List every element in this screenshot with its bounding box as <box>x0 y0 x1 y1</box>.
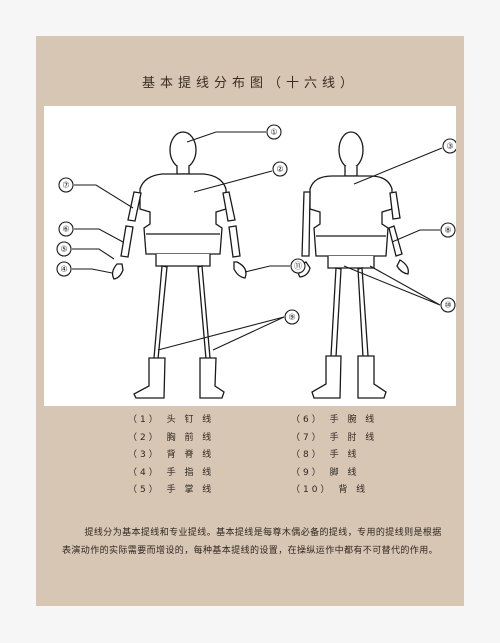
front-neck <box>176 166 190 175</box>
front-boot-right <box>199 357 225 399</box>
legend-right: （6） 手 腕 线 （7） 手 肘 线 （8） 手 线 （9） 脚 线 （10）… <box>291 412 377 500</box>
back-hips <box>327 256 375 269</box>
back-neck <box>344 166 358 177</box>
puppet-diagram: ① ② ⑦ ⑥ ⑤ ④ ⑪ ⑨ ③ ⑧ ⑩ <box>44 106 456 406</box>
callout-label-4: ④ <box>60 265 67 274</box>
legend-item-3: （3） 背 脊 线 <box>128 450 215 460</box>
legend-left: （1） 头 钉 线 （2） 胸 前 线 （3） 背 脊 线 （4） 手 指 线 … <box>128 412 214 500</box>
front-upper-arm-left <box>127 191 142 222</box>
front-hand-right <box>233 261 247 279</box>
leader-8 <box>391 229 440 243</box>
callout-label-1: ① <box>270 128 277 137</box>
callout-label-7: ⑦ <box>62 181 69 190</box>
legend-item-6: （6） 手 腕 线 <box>291 415 378 425</box>
callout-circle-6 <box>58 221 74 237</box>
leader-5 <box>72 248 115 260</box>
leader-11 <box>244 265 290 273</box>
leader-3 <box>353 147 443 185</box>
callout-circle-1 <box>266 124 282 140</box>
leader-lines <box>72 131 443 351</box>
callout-circle-11 <box>290 258 306 274</box>
leader-9 <box>157 316 285 351</box>
callout-label-2: ② <box>276 165 283 174</box>
callout-labels: ① ② ⑦ ⑥ ⑤ ④ ⑪ ⑨ ③ ⑧ ⑩ <box>60 128 453 322</box>
leader-4 <box>72 268 113 274</box>
front-forearm-right <box>228 225 241 258</box>
callout-circles <box>56 124 456 325</box>
legend-item-10: （10） 背 线 <box>291 485 369 495</box>
legend-item-1: （1） 头 钉 线 <box>128 415 215 425</box>
back-boot-left <box>311 355 342 399</box>
leader-7 <box>74 184 134 209</box>
callout-circle-7 <box>58 177 74 193</box>
front-head <box>169 131 197 169</box>
callout-circle-2 <box>272 161 288 177</box>
callout-label-10: ⑩ <box>444 301 451 310</box>
callout-label-11: ⑪ <box>294 262 302 271</box>
back-torso <box>309 175 393 257</box>
leader-10 <box>343 265 441 306</box>
back-leg-right <box>357 267 369 358</box>
legend-item-2: （2） 胸 前 线 <box>128 432 215 443</box>
callout-circle-9 <box>284 309 300 325</box>
legend-item-7: （7） 手 肘 线 <box>291 432 378 443</box>
front-leg-right <box>197 265 211 360</box>
puppet-illustration: ① ② ⑦ ⑥ ⑤ ④ ⑪ ⑨ ③ ⑧ ⑩ <box>56 124 456 399</box>
back-leg-left <box>330 267 342 358</box>
callout-label-9: ⑨ <box>288 313 295 322</box>
back-boot-right <box>357 355 387 399</box>
back-head <box>338 131 364 169</box>
legend-item-8: （8） 手 线 <box>291 450 360 460</box>
legend-item-5: （5） 手 掌 线 <box>128 485 215 495</box>
front-torso <box>139 173 227 255</box>
back-hand-right <box>396 259 409 275</box>
legend-item-9: （9） 脚 线 <box>291 467 360 478</box>
front-boot-left <box>133 357 166 399</box>
back-upper-arm-right <box>389 191 401 220</box>
callout-label-6: ⑥ <box>62 225 69 234</box>
back-arm-left <box>301 191 311 257</box>
callout-label-8: ⑧ <box>444 226 451 235</box>
callout-circle-10 <box>440 297 456 313</box>
front-puppet <box>111 131 247 399</box>
callout-label-5: ⑤ <box>60 245 67 254</box>
back-puppet <box>297 131 409 399</box>
front-hand-left <box>111 263 124 280</box>
callout-circle-5 <box>56 241 72 257</box>
front-hips <box>155 254 211 267</box>
front-forearm-left <box>120 225 134 258</box>
callout-circle-8 <box>440 222 456 238</box>
description-paragraph: 提线分为基本提线和专业提线。基本提线是每尊木偶必备的提线，专用的提线则是根据表演… <box>62 528 442 556</box>
diagram-title: 基本提线分布图（十六线） <box>141 76 358 91</box>
callout-circle-3 <box>442 138 456 154</box>
leader-1 <box>186 131 266 143</box>
callout-label-3: ③ <box>446 142 453 151</box>
front-upper-arm-right <box>222 191 236 222</box>
leader-2 <box>193 170 273 193</box>
content-panel: 基本提线分布图（十六线） <box>36 36 464 606</box>
callout-circle-4 <box>56 261 72 277</box>
legend-item-4: （4） 手 指 线 <box>128 467 215 478</box>
front-leg-left <box>153 265 168 360</box>
leader-6 <box>74 228 124 243</box>
